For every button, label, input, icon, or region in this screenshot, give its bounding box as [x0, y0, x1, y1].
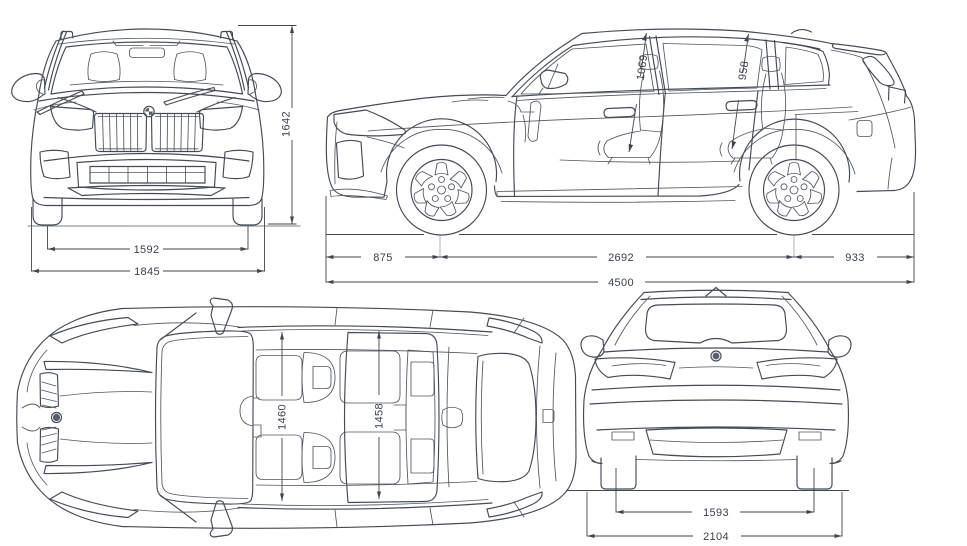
- svg-text:875: 875: [373, 252, 392, 264]
- svg-text:1069: 1069: [635, 54, 650, 81]
- svg-text:1642: 1642: [281, 111, 293, 137]
- svg-text:1458: 1458: [374, 403, 386, 429]
- svg-text:933: 933: [845, 252, 864, 264]
- svg-text:1460: 1460: [277, 404, 289, 430]
- svg-text:1592: 1592: [134, 244, 160, 256]
- svg-text:4500: 4500: [608, 277, 634, 289]
- svg-text:1593: 1593: [703, 507, 729, 519]
- svg-text:2104: 2104: [703, 531, 729, 543]
- svg-text:1845: 1845: [134, 266, 160, 278]
- svg-text:2692: 2692: [608, 252, 634, 264]
- svg-text:958: 958: [737, 60, 752, 81]
